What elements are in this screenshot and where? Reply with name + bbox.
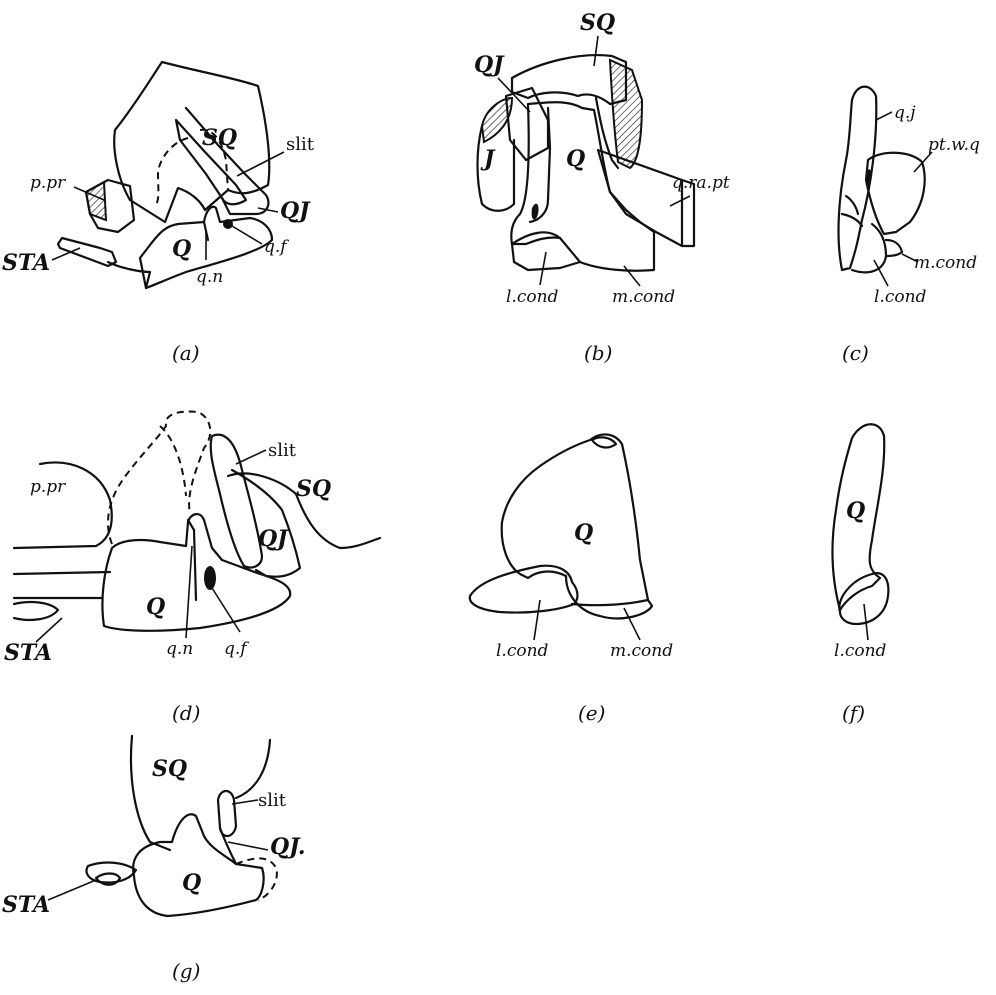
squamosal-outline-a bbox=[114, 62, 269, 222]
label-lcond-c: l.cond bbox=[874, 287, 927, 307]
label-qf-d: q.f bbox=[224, 639, 249, 659]
label-qn-a: q.n bbox=[196, 267, 223, 287]
label-sta-a: STA bbox=[2, 250, 50, 276]
pterygoid-ramus-b bbox=[598, 150, 694, 246]
panel-d: slit SQ p.pr QJ Q STA q.n q.f (d) bbox=[4, 412, 380, 725]
sta-d bbox=[14, 602, 58, 620]
label-q-b: Q bbox=[566, 146, 585, 172]
foramen-b bbox=[532, 204, 539, 220]
label-sq-b: SQ bbox=[580, 10, 615, 36]
quadrate-foramen-a bbox=[223, 219, 233, 229]
label-sq-g: SQ bbox=[152, 756, 187, 782]
panel-c: q.j pt.w.q m.cond l.cond (c) bbox=[839, 87, 981, 365]
label-qj-b: QJ bbox=[474, 52, 505, 78]
hatched-contact-b2 bbox=[482, 98, 512, 142]
label-qrapt-b: q.ra.pt bbox=[672, 173, 730, 193]
leader-slit-a bbox=[237, 152, 284, 176]
leader-qf-a bbox=[232, 226, 262, 244]
lower-bar-d bbox=[14, 572, 110, 598]
caption-d: (d) bbox=[172, 701, 200, 725]
caption-c: (c) bbox=[842, 341, 869, 365]
label-j-b: J bbox=[480, 146, 496, 172]
leader-qj-g bbox=[228, 842, 268, 850]
label-q-e: Q bbox=[574, 520, 593, 546]
squamosal-left-g bbox=[131, 736, 170, 850]
label-qj-d: QJ bbox=[258, 526, 289, 552]
leader-lcond-c bbox=[874, 260, 888, 286]
slit-outline-d bbox=[211, 435, 262, 568]
leader-qrapt-b bbox=[670, 196, 690, 206]
ppr-outline-d bbox=[14, 463, 112, 549]
caption-b: (b) bbox=[584, 341, 612, 365]
lateral-condyle-e bbox=[470, 566, 578, 613]
leader-slit-d bbox=[236, 450, 266, 464]
hatched-contact-b1 bbox=[610, 60, 642, 168]
pterygoid-wing-c bbox=[866, 153, 925, 234]
caption-e: (e) bbox=[578, 701, 605, 725]
medial-condyle-e bbox=[572, 600, 648, 605]
label-sta-d: STA bbox=[4, 640, 52, 666]
panel-a: SQ slit p.pr QJ Q q.f STA q.n (a) bbox=[2, 62, 315, 365]
label-ptwq-c: pt.w.q bbox=[928, 135, 980, 155]
qj-outline-a bbox=[186, 108, 268, 214]
caption-f: (f) bbox=[842, 701, 865, 725]
leader-lcond-e bbox=[534, 600, 540, 640]
label-qj-g: QJ. bbox=[270, 834, 306, 860]
leader-slit-g bbox=[232, 800, 258, 804]
leader-sta-d bbox=[36, 618, 62, 642]
panel-g: SQ slit QJ. Q STA (g) bbox=[2, 736, 306, 983]
leader-qn-d bbox=[186, 546, 192, 638]
leader-sta-g bbox=[48, 880, 96, 900]
label-slit-d: slit bbox=[268, 440, 297, 461]
label-sq-a: SQ bbox=[202, 125, 237, 151]
label-q-g: Q bbox=[182, 870, 201, 896]
panel-e: Q l.cond m.cond (e) bbox=[470, 434, 673, 725]
lateral-condyle-c bbox=[852, 224, 886, 272]
label-qj-c: q.j bbox=[894, 103, 916, 123]
wing-fold-c bbox=[842, 196, 862, 226]
label-qj-a: QJ bbox=[280, 198, 311, 224]
leader-mcond-b bbox=[624, 266, 640, 286]
label-qf-a: q.f bbox=[264, 237, 289, 257]
label-ppr-d: p.pr bbox=[30, 477, 66, 497]
label-mcond-c: m.cond bbox=[914, 253, 977, 273]
quadrate-body-g bbox=[133, 814, 263, 916]
medial-condyle-c bbox=[886, 240, 902, 256]
caption-a: (a) bbox=[172, 341, 200, 365]
leader-sq-b bbox=[594, 36, 598, 66]
label-sq-d: SQ bbox=[296, 476, 331, 502]
label-mcond-e: m.cond bbox=[610, 641, 673, 661]
panel-b: SQ QJ J Q q.ra.pt l.cond m.cond (b) bbox=[474, 10, 730, 365]
label-lcond-f: l.cond bbox=[834, 641, 887, 661]
quadrate-foramen-d bbox=[204, 566, 216, 590]
label-slit-a: slit bbox=[286, 134, 315, 155]
label-lcond-e: l.cond bbox=[496, 641, 549, 661]
label-qn-d: q.n bbox=[166, 639, 193, 659]
quadrate-dorsal-dashed-d bbox=[108, 412, 210, 544]
leader-qj-c bbox=[876, 112, 892, 120]
label-mcond-b: m.cond bbox=[612, 287, 675, 307]
squamosal-cap-b bbox=[512, 55, 626, 104]
label-sta-g: STA bbox=[2, 892, 50, 918]
label-q-f: Q bbox=[846, 498, 865, 524]
label-q-a: Q bbox=[172, 236, 191, 262]
leader-mcond-e bbox=[624, 608, 640, 640]
panel-f: Q l.cond (f) bbox=[833, 424, 889, 725]
lateral-condyle-f bbox=[839, 573, 888, 624]
label-q-d: Q bbox=[146, 594, 165, 620]
label-slit-g: slit bbox=[258, 790, 287, 811]
label-lcond-b: l.cond bbox=[506, 287, 559, 307]
label-ppr-a: p.pr bbox=[30, 173, 66, 193]
caption-g: (g) bbox=[172, 959, 200, 983]
top-facet-e bbox=[592, 437, 616, 447]
